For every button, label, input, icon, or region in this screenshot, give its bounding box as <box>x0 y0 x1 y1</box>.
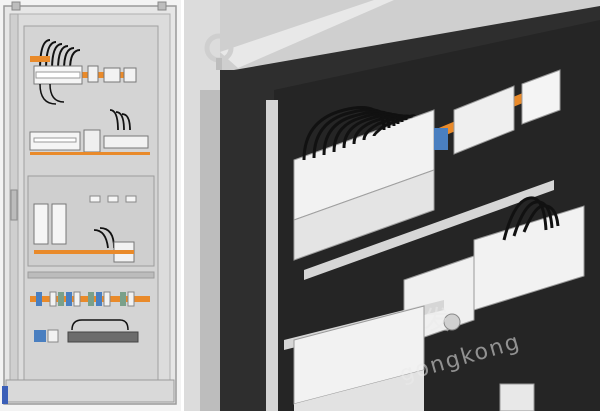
contactor <box>453 85 515 155</box>
top-breaker-group <box>30 39 137 105</box>
wire-bundle-right <box>502 196 560 241</box>
frame-top-edge <box>220 0 394 68</box>
terminal-blue <box>434 128 448 150</box>
lifting-lug-left <box>11 1 21 11</box>
mounting-plate-dark <box>274 20 600 411</box>
bottom-busbar <box>34 319 139 343</box>
panel-divider <box>181 0 184 411</box>
cabinet-drawing <box>2 1 177 405</box>
vertical-rail <box>266 100 278 411</box>
wire-bundle-top <box>302 106 416 161</box>
closeup-drawing <box>184 0 600 411</box>
lower-section <box>27 175 155 279</box>
cabinet-plinth <box>5 379 175 403</box>
axis-marker <box>2 386 8 404</box>
junction-box <box>499 383 535 411</box>
frame-top <box>220 0 600 70</box>
din-rail-middle <box>304 180 554 280</box>
wiring-closeup-view: 发 gongkong <box>184 0 600 411</box>
lifting-eye-stem <box>216 58 222 70</box>
frame-inner-rail <box>200 90 220 411</box>
terminal-strip <box>30 291 150 307</box>
lifting-lug-right <box>157 1 167 11</box>
relay-module <box>521 69 561 125</box>
middle-breaker-group <box>29 109 150 155</box>
cabinet-front-view <box>0 0 181 411</box>
door-handle <box>10 189 18 221</box>
